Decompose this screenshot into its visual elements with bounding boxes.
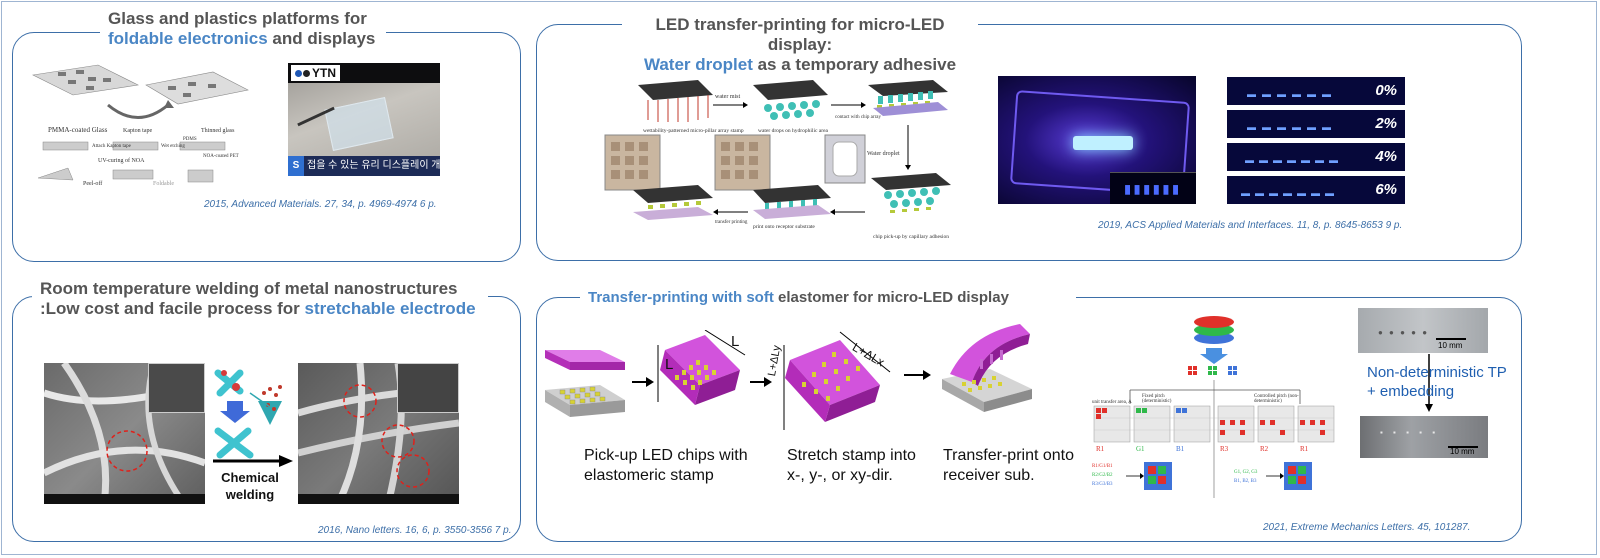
diagram-label-6: NOA-coated PET [203, 154, 239, 159]
sequence-right: G1, G2, G3 B1, B2, B3 [1234, 470, 1258, 484]
water-droplet-process-diagram: wettability-patterned micro-pillar array… [604, 80, 951, 240]
title-line-1: Glass and plastics platforms for [108, 9, 367, 28]
welding-process-graphic [214, 369, 282, 459]
led-strip-glow [1073, 136, 1133, 150]
scale-bar-top: 10 mm [1438, 341, 1463, 350]
title-rest: elastomer for micro-LED display [773, 289, 1009, 306]
title-highlight: Water droplet [643, 55, 753, 74]
step-3-caption: Transfer-print onto receiver sub. [943, 447, 1075, 484]
title-rest: and displays [267, 29, 376, 48]
pitch-diagram: Fixed pitch (deterministic) Controlled p… [1090, 308, 1338, 508]
diagram-label-4: Water droplet [867, 151, 900, 157]
diagram-label-0: water mist [715, 94, 740, 100]
panel-soft-title: Transfer-printing with soft elastomer fo… [580, 289, 1076, 307]
strain-row-3: ▬▬▬▬▬▬▬ 6% [1226, 175, 1406, 205]
sem-inset [148, 363, 205, 413]
stamp-pickup-illustration [545, 330, 931, 430]
title-line-1: LED transfer-printing for micro-LED disp… [655, 15, 945, 54]
sem-image-after [298, 363, 459, 504]
diagram-label-5: chip pick-up by capillary adhesion [873, 234, 949, 240]
grid-label-r2: R2 [1260, 445, 1269, 453]
embedding-photo-top: ● ● ● ● ● 10 mm [1358, 308, 1488, 353]
news-logo: YTN [291, 65, 340, 81]
strain-label-1: 2% [1375, 115, 1397, 132]
citation-foldable: 2015, Advanced Materials. 27, 34, p. 496… [204, 199, 437, 210]
foldable-process-diagram: PMMA-coated Glass Kapton tape Thinned gl… [32, 64, 249, 187]
process-label: Chemical welding [221, 470, 279, 502]
process-arrow-icon [213, 455, 293, 467]
strain-row-2: ▬▬▬▬▬▬▬ 4% [1226, 142, 1406, 172]
title-highlight: Transfer-printing with soft [588, 289, 774, 306]
logo-dot-icon [295, 70, 302, 77]
diagram-label-1: Kapton tape [123, 128, 152, 134]
diagram-label-2: Thinned glass [201, 128, 235, 134]
grid-label-b1: B1 [1176, 445, 1185, 453]
diagram-label-7: transfer printing [715, 220, 748, 225]
panel-foldable-title: Glass and plastics platforms for foldabl… [100, 9, 386, 49]
dim-label-L-left: L [665, 356, 674, 373]
title-rest: :Low cost and facile process for [40, 299, 305, 318]
sem-image-before [44, 363, 205, 504]
diagram-label-3: Attach Kapton tape [92, 144, 132, 149]
diagram-label-0: PMMA-coated Glass [48, 126, 108, 134]
sem-inset [397, 363, 459, 413]
diagram-label-9: Foldable [153, 181, 174, 187]
strain-image-stack: ▬▬▬▬▬▬ 0% ▬▬▬▬▬▬ 2% ▬▬▬▬▬▬▬ 4% ▬▬▬▬▬▬▬ 6… [1226, 76, 1406, 206]
scale-bar-bottom-line [1448, 446, 1478, 448]
sem-scalebar [44, 494, 205, 504]
sequence-left: R1/G1/B1 R2/G2/B2 R3/G3/B3 [1092, 464, 1113, 487]
strain-label-0: 0% [1375, 82, 1397, 99]
panel-welding-title: Room temperature welding of metal nanost… [32, 279, 488, 319]
dim-label-L-top: L [731, 333, 740, 350]
citation-soft: 2021, Extreme Mechanics Letters. 45, 101… [1263, 522, 1471, 533]
down-arrow-icon [1425, 354, 1433, 412]
grid-label-g1: G1 [1136, 445, 1145, 453]
diagram-label-6: print onto receptor substrate [753, 224, 815, 230]
logo-dot-icon-2 [303, 70, 310, 77]
title-line-1: Room temperature welding of metal nanost… [40, 279, 458, 298]
strain-label-2: 4% [1375, 148, 1397, 165]
sem-scalebar [298, 494, 459, 504]
grid-label-r3: R3 [1220, 445, 1229, 453]
pitch-label-fixed: Fixed pitch (deterministic) [1142, 394, 1172, 404]
diagram-label-4: Wet etching [161, 144, 185, 149]
transfer-print-illustration [942, 324, 1032, 412]
panel-led-title: LED transfer-printing for micro-LED disp… [622, 15, 978, 75]
diagram-label-7: UV-curing of NOA [98, 157, 145, 164]
scale-bar-bottom: 10 mm [1450, 447, 1475, 456]
title-highlight: foldable electronics [108, 29, 268, 48]
led-glow-photo: ▮▮▮▮▮▮ [998, 76, 1196, 204]
news-caption: 접을 수 있는 유리 디스플레이 개발 [307, 160, 440, 171]
citation-led: 2019, ACS Applied Materials and Interfac… [1098, 220, 1403, 231]
diagram-label-3: contact with chip array [835, 115, 881, 120]
strain-row-0: ▬▬▬▬▬▬ 0% [1226, 76, 1406, 106]
hand-with-glass [324, 97, 394, 151]
diagram-label-2: water drops on hydrophilic area [758, 128, 829, 134]
grid-label-r1: R1 [1096, 445, 1105, 453]
non-deterministic-label: Non-deterministic TP + embedding [1367, 364, 1507, 400]
diagram-label-8: Peel-off [83, 180, 102, 187]
strain-label-3: 6% [1375, 181, 1397, 198]
strain-row-1: ▬▬▬▬▬▬ 2% [1226, 109, 1406, 139]
news-badge: S [288, 156, 304, 176]
grid-label-r1b: R1 [1300, 445, 1309, 453]
pitch-label-controlled: Controlled pitch (non-deterministic) [1254, 394, 1299, 404]
step-2-caption: Stretch stamp into x-, y-, or xy-dir. [787, 447, 916, 484]
citation-welding: 2016, Nano letters. 16, 6, p. 3550-3556 … [318, 525, 512, 536]
pitch-label-area: unit transfer area, A [1092, 400, 1132, 405]
led-inset-strip: ▮▮▮▮▮▮ [1110, 172, 1196, 204]
step-1-caption: Pick-up LED chips with elastomeric stamp [584, 447, 748, 484]
diagram-label-5: PDMS [183, 137, 197, 142]
scale-bar-top-line [1436, 338, 1466, 340]
embedding-photo-bottom: ▪ ▪ ▪ ▪ ▪ 10 mm [1360, 416, 1488, 458]
diagram-label-1: wettability-patterned micro-pillar array… [643, 128, 744, 134]
title-highlight: stretchable electrode [304, 299, 476, 318]
title-rest: as a temporary adhesive [752, 55, 957, 74]
